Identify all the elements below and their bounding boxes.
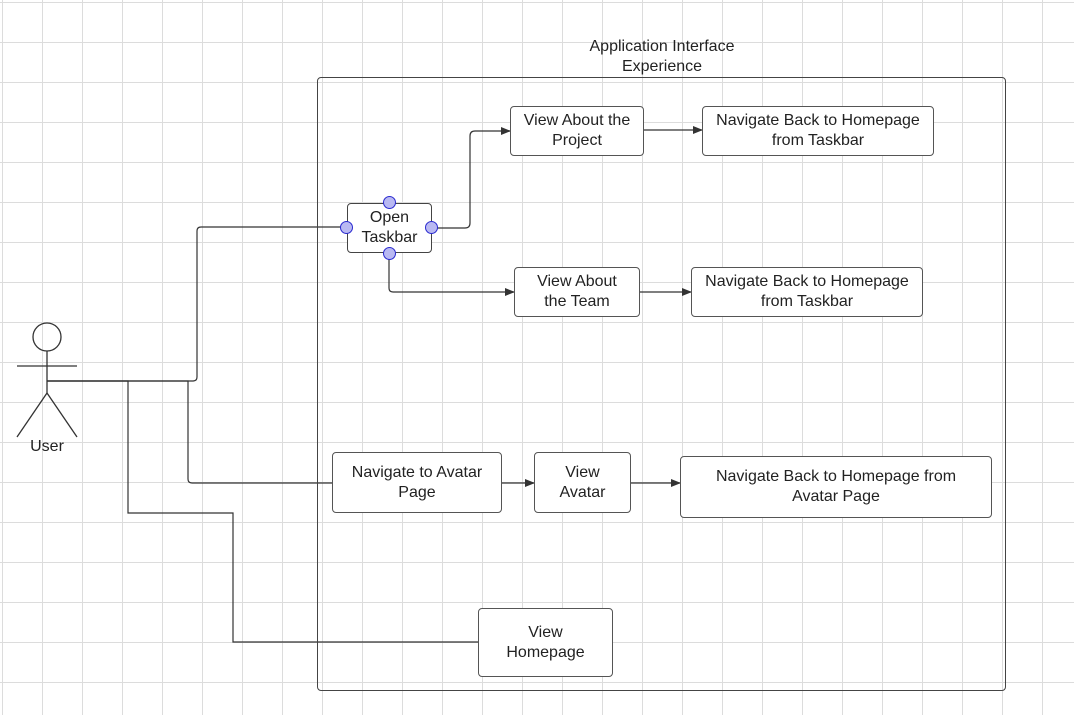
connector-user-to-open-taskbar[interactable] xyxy=(47,226,346,382)
node-view-about-team[interactable]: View About the Team xyxy=(514,267,640,317)
actor-head xyxy=(32,322,62,352)
connector-taskbar-to-about-team[interactable] xyxy=(388,254,515,296)
system-boundary[interactable] xyxy=(317,77,1006,691)
node-navigate-back-taskbar-2[interactable]: Navigate Back to Homepage from Taskbar xyxy=(691,267,923,317)
node-open-taskbar[interactable]: Open Taskbar xyxy=(347,203,432,253)
connector-user-to-navigate-avatar[interactable] xyxy=(47,380,332,484)
node-navigate-back-avatar[interactable]: Navigate Back to Homepage from Avatar Pa… xyxy=(680,456,992,518)
system-boundary-title: Application Interface Experience xyxy=(589,38,735,75)
node-view-homepage[interactable]: View Homepage xyxy=(478,608,613,677)
user-actor-figure[interactable] xyxy=(16,322,78,438)
actor-right-leg xyxy=(46,392,78,438)
node-view-about-project[interactable]: View About the Project xyxy=(510,106,644,156)
connection-handle-right[interactable] xyxy=(425,221,438,234)
connector-user-to-view-homepage[interactable] xyxy=(47,380,478,643)
connection-handle-bottom[interactable] xyxy=(383,247,396,260)
connection-handle-left[interactable] xyxy=(340,221,353,234)
actor-left-leg xyxy=(16,392,48,438)
node-view-avatar[interactable]: View Avatar xyxy=(534,452,631,513)
node-navigate-back-taskbar-1[interactable]: Navigate Back to Homepage from Taskbar xyxy=(702,106,934,156)
node-navigate-avatar-page[interactable]: Navigate to Avatar Page xyxy=(332,452,502,513)
connector-taskbar-to-about-project[interactable] xyxy=(431,127,511,229)
connection-handle-top[interactable] xyxy=(383,196,396,209)
actor-label: User xyxy=(30,438,64,455)
